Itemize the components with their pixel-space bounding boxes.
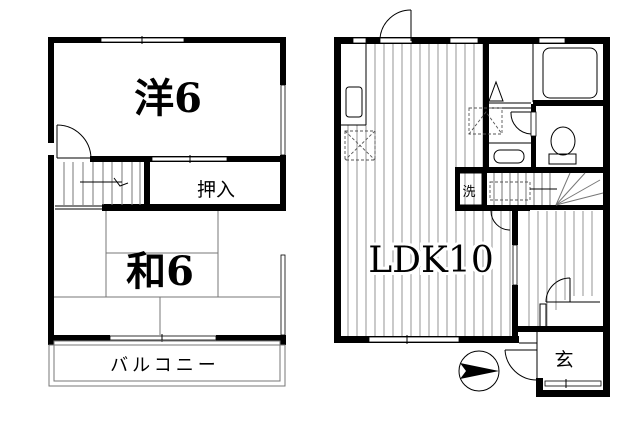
ldk-label: LDK10 [368, 240, 493, 281]
door-swing [56, 124, 92, 159]
window [368, 336, 460, 343]
door-opening [379, 37, 413, 44]
fridge-space [344, 130, 376, 161]
vanity-icon [488, 80, 504, 102]
window [280, 254, 286, 336]
wall [455, 205, 530, 211]
wall [216, 335, 286, 341]
toilet-door [530, 111, 537, 137]
floor-2-plan: 押入 バルコニー 洋6 和6 [48, 36, 286, 387]
toilet [530, 111, 577, 165]
wall [144, 160, 150, 210]
wall [455, 167, 610, 173]
door-swing [545, 277, 571, 303]
wall [455, 167, 460, 211]
closet-label: 押入 [197, 179, 235, 201]
window [109, 335, 217, 341]
washer-space [468, 107, 503, 135]
wall [512, 205, 518, 245]
staircase [55, 162, 141, 210]
wall [334, 37, 341, 343]
wall [102, 204, 286, 211]
door-swing [510, 111, 532, 135]
wall [280, 37, 286, 85]
staircase [482, 172, 604, 211]
floor-1-plan: 洗 [334, 9, 610, 397]
wall [48, 155, 54, 345]
toilet-icon [550, 126, 576, 156]
window [280, 84, 286, 156]
kitchen-counter [341, 44, 376, 161]
laundry-label: 洗 [462, 185, 475, 200]
wall [48, 37, 54, 143]
door-swing [504, 349, 538, 381]
sink-icon [345, 86, 363, 118]
wall [280, 155, 286, 205]
balcony: バルコニー [48, 340, 286, 387]
wall [603, 37, 610, 397]
door-swing [490, 210, 511, 231]
compass-north-arrow-icon [458, 350, 500, 392]
basin-icon [493, 149, 525, 164]
toilet-tank [548, 153, 577, 165]
wall [518, 205, 610, 210]
laundry-space: 洗 [458, 172, 483, 206]
wall [512, 285, 518, 343]
door-opening [512, 244, 518, 286]
wall [531, 104, 536, 170]
entrance-label: 玄 [554, 349, 573, 371]
bathtub-icon [542, 47, 598, 99]
closet: 押入 [197, 179, 235, 201]
entrance: 玄 [504, 277, 610, 397]
tatami-grid [54, 211, 280, 335]
window [538, 37, 566, 44]
wall [48, 335, 110, 341]
floor-boards [347, 43, 593, 336]
wall [483, 37, 489, 169]
japanese-room-label: 和6 [126, 248, 194, 295]
balcony-label: バルコニー [110, 355, 220, 376]
window [352, 37, 367, 44]
wall [533, 100, 610, 106]
door-swing [379, 9, 412, 39]
window [544, 380, 602, 387]
window [449, 37, 479, 44]
western-room-label: 洋6 [134, 75, 202, 122]
